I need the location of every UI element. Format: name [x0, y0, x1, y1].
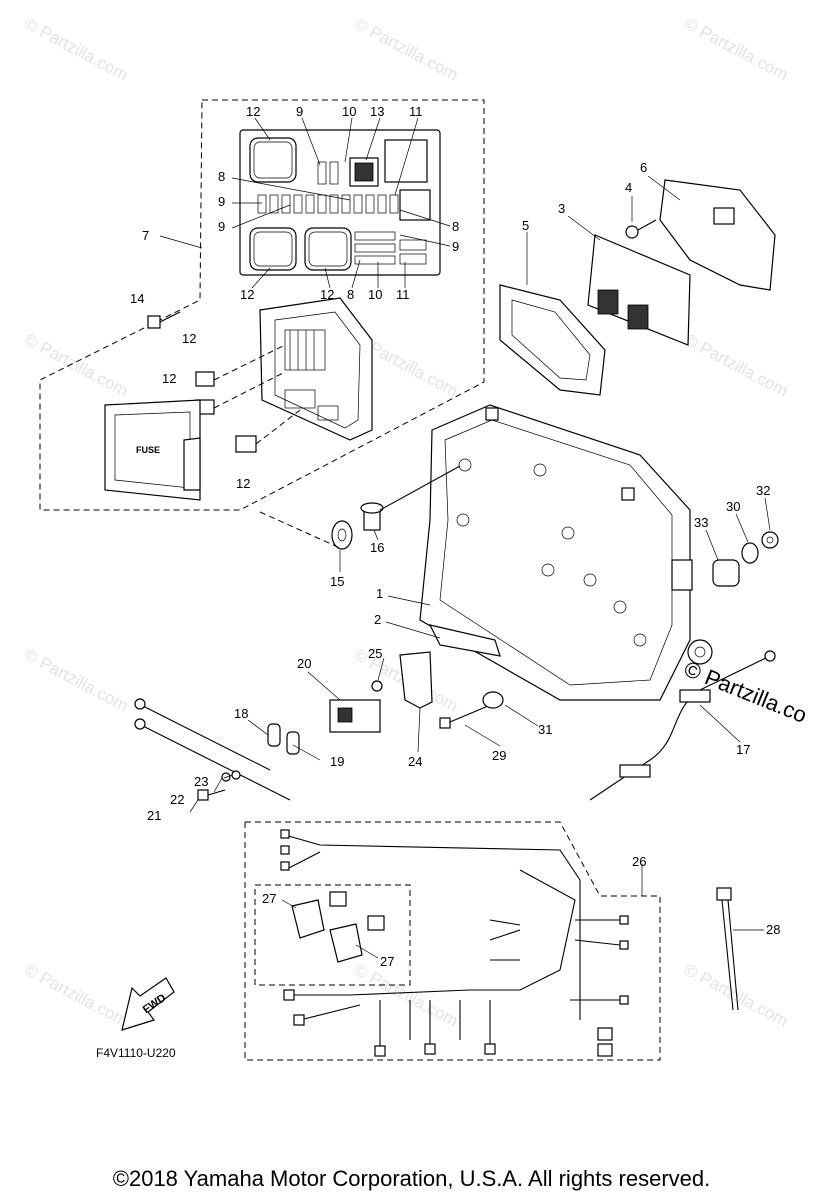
- washer: [231, 770, 241, 780]
- callout-24: 24: [408, 754, 422, 769]
- battery-cable: [134, 698, 291, 801]
- callout-27: 27: [262, 891, 276, 906]
- bolt: [197, 789, 226, 801]
- callout-5: 5: [522, 218, 529, 233]
- callout-18: 18: [234, 706, 248, 721]
- callout-17: 17: [736, 742, 750, 757]
- ecu: [587, 234, 691, 346]
- callout-9: 9: [218, 219, 225, 234]
- collar: [360, 502, 384, 531]
- callout-12: 12: [240, 287, 254, 302]
- relay: [195, 371, 257, 453]
- callout-21: 21: [147, 808, 161, 823]
- bolt: [147, 311, 181, 329]
- fusebox-panel: [239, 129, 441, 276]
- callout-labels: 12 9 10 13 11 8 9 9 8 9 12 12 8 10 11 7 …: [130, 104, 780, 969]
- callout-6: 6: [640, 160, 647, 175]
- callout-12: 12: [182, 331, 196, 346]
- callout-32: 32: [756, 483, 770, 498]
- ecu-holder: [499, 284, 606, 396]
- fuse-cover: [104, 399, 201, 501]
- plate: [428, 624, 501, 657]
- callout-9: 9: [452, 239, 459, 254]
- callout-22: 22: [170, 792, 184, 807]
- cable-tie: [716, 887, 739, 1011]
- harness-dashed-outline: [244, 821, 661, 1061]
- leader: [213, 371, 286, 409]
- callout-9: 9: [296, 104, 303, 119]
- bolt: [439, 705, 489, 729]
- callout-10: 10: [368, 287, 382, 302]
- leader: [379, 465, 461, 511]
- leader: [213, 344, 286, 381]
- sensor: [291, 891, 385, 963]
- callout-30: 30: [726, 499, 740, 514]
- callout-12: 12: [320, 287, 334, 302]
- junction-box: [259, 297, 373, 441]
- starter-relay: [329, 699, 381, 733]
- callout-8: 8: [218, 169, 225, 184]
- spacer: [712, 559, 740, 587]
- callout-11: 11: [396, 287, 410, 302]
- callout-14: 14: [130, 291, 144, 306]
- bracket: [399, 651, 433, 709]
- callout-27: 27: [380, 954, 394, 969]
- terminal-cap: [286, 731, 300, 755]
- washer: [482, 691, 504, 709]
- callout-4: 4: [625, 180, 632, 195]
- bracket: [659, 179, 776, 291]
- callout-23: 23: [194, 774, 208, 789]
- callout-13: 13: [370, 104, 384, 119]
- callout-7: 7: [142, 228, 149, 243]
- electrical-box: [419, 404, 713, 701]
- callout-3: 3: [558, 201, 565, 216]
- leader: [255, 409, 301, 445]
- callout-16: 16: [370, 540, 384, 555]
- bolt: [371, 680, 383, 692]
- nut: [761, 531, 779, 549]
- callout-20: 20: [297, 656, 311, 671]
- callout-31: 31: [538, 722, 552, 737]
- leader: [259, 511, 341, 549]
- terminal-cap: [267, 723, 281, 747]
- grommet: [331, 520, 353, 550]
- washer: [741, 542, 759, 564]
- wire-harness: [280, 829, 629, 1057]
- callout-12: 12: [162, 371, 176, 386]
- fuse-label: FUSE: [136, 445, 161, 455]
- screw: [625, 219, 657, 239]
- callout-12: 12: [236, 476, 250, 491]
- callout-19: 19: [330, 754, 344, 769]
- callout-28: 28: [766, 922, 780, 937]
- callout-1: 1: [376, 586, 383, 601]
- callout-25: 25: [368, 646, 382, 661]
- callout-15: 15: [330, 574, 344, 589]
- ground-lead: [589, 650, 776, 801]
- copyright-notice: ©2018 Yamaha Motor Corporation, U.S.A. A…: [112, 1166, 711, 1191]
- callout-8: 8: [452, 219, 459, 234]
- leader-lines: [159, 117, 771, 959]
- callout-10: 10: [342, 104, 356, 119]
- callout-11: 11: [409, 104, 423, 119]
- callout-26: 26: [632, 854, 646, 869]
- fwd-arrow-icon: [121, 977, 175, 1031]
- callout-29: 29: [492, 748, 506, 763]
- sub-harness-dashed-outline: [254, 884, 411, 986]
- callout-12: 12: [246, 104, 260, 119]
- callout-2: 2: [374, 612, 381, 627]
- callout-8: 8: [347, 287, 354, 302]
- callout-33: 33: [694, 515, 708, 530]
- callout-9: 9: [218, 194, 225, 209]
- diagram-code: F4V1110-U220: [96, 1046, 176, 1060]
